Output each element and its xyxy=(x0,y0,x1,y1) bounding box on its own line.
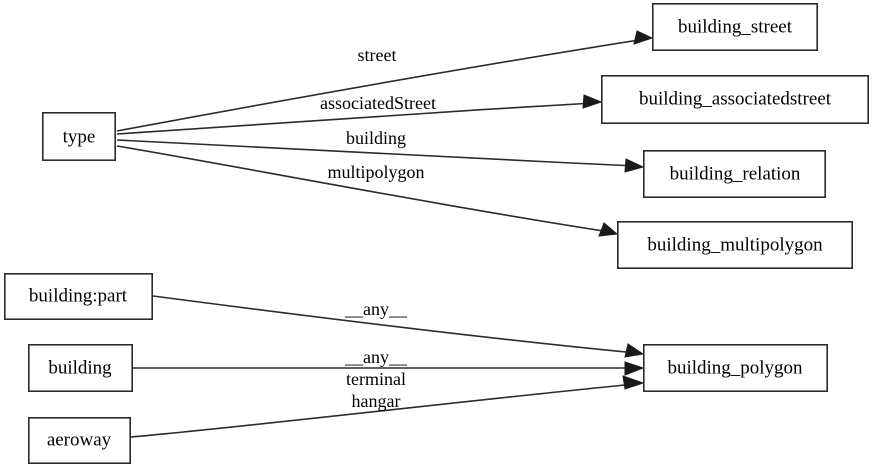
edge-type-building: building xyxy=(116,128,645,173)
node-box[interactable] xyxy=(27,416,132,464)
edge-label-terminal: terminal xyxy=(346,369,406,389)
arrowhead-icon xyxy=(624,361,645,376)
node-box[interactable] xyxy=(642,150,826,199)
arrowhead-icon xyxy=(624,343,645,358)
edge-label-street: street xyxy=(358,45,397,65)
edge-path xyxy=(116,145,611,233)
node-building-relation[interactable]: building_relation xyxy=(642,150,826,199)
arrowhead-icon xyxy=(633,30,654,45)
node-box[interactable] xyxy=(27,343,134,392)
edge-buildingpart-any: __any__ xyxy=(152,295,645,358)
edge-label-associatedstreet: associatedStreet xyxy=(320,93,436,113)
node-building-part[interactable]: building:part xyxy=(4,272,153,320)
node-box[interactable] xyxy=(600,75,869,125)
edge-path xyxy=(130,383,636,438)
arrowhead-icon xyxy=(582,94,603,109)
node-label-building-associatedstreet: building_associatedstreet xyxy=(639,88,832,109)
node-label-type: type xyxy=(63,126,96,147)
edge-type-multipolygon: multipolygon xyxy=(116,145,619,237)
node-label-building: building xyxy=(48,357,112,378)
edge-label-building: building xyxy=(346,128,406,148)
node-building-polygon[interactable]: building_polygon xyxy=(642,343,828,392)
edge-path xyxy=(116,139,637,167)
arrowhead-icon xyxy=(622,375,645,390)
edge-label-any-building: __any__ xyxy=(344,347,408,367)
node-type[interactable]: type xyxy=(41,112,117,162)
node-label-building-polygon: building_polygon xyxy=(667,357,803,378)
node-label-building-multipolygon: building_multipolygon xyxy=(647,234,823,255)
node-box[interactable] xyxy=(642,343,828,392)
node-building-street[interactable]: building_street xyxy=(651,2,818,52)
edge-path xyxy=(152,295,637,354)
edge-label-any-buildingpart: __any__ xyxy=(344,299,408,319)
edge-path xyxy=(116,38,646,132)
edge-building-any: __any__ xyxy=(133,347,645,376)
edge-type-street: street xyxy=(116,30,654,132)
node-aeroway[interactable]: aeroway xyxy=(27,416,132,464)
node-label-building-part: building:part xyxy=(29,285,128,306)
edge-aeroway-terminal-hangar: terminal hangar xyxy=(130,369,645,438)
node-box[interactable] xyxy=(616,221,853,270)
arrowhead-icon xyxy=(598,222,619,237)
node-building-multipolygon[interactable]: building_multipolygon xyxy=(616,221,853,270)
nodes-layer: type building_street building_associated… xyxy=(4,2,869,464)
node-box[interactable] xyxy=(4,272,153,320)
node-box[interactable] xyxy=(651,2,818,52)
edge-type-associatedstreet: associatedStreet xyxy=(116,93,603,135)
node-building-associatedstreet[interactable]: building_associatedstreet xyxy=(600,75,869,125)
arrowhead-icon xyxy=(624,158,645,173)
node-label-building-street: building_street xyxy=(678,16,793,37)
edge-path xyxy=(116,102,595,135)
edge-label-hangar: hangar xyxy=(352,391,401,411)
node-box[interactable] xyxy=(41,112,117,162)
edges-layer: street associatedStreet building multipo… xyxy=(116,30,654,438)
node-label-building-relation: building_relation xyxy=(670,163,801,184)
node-building[interactable]: building xyxy=(27,343,134,392)
node-label-aeroway: aeroway xyxy=(47,429,112,450)
edge-label-multipolygon: multipolygon xyxy=(327,162,424,182)
